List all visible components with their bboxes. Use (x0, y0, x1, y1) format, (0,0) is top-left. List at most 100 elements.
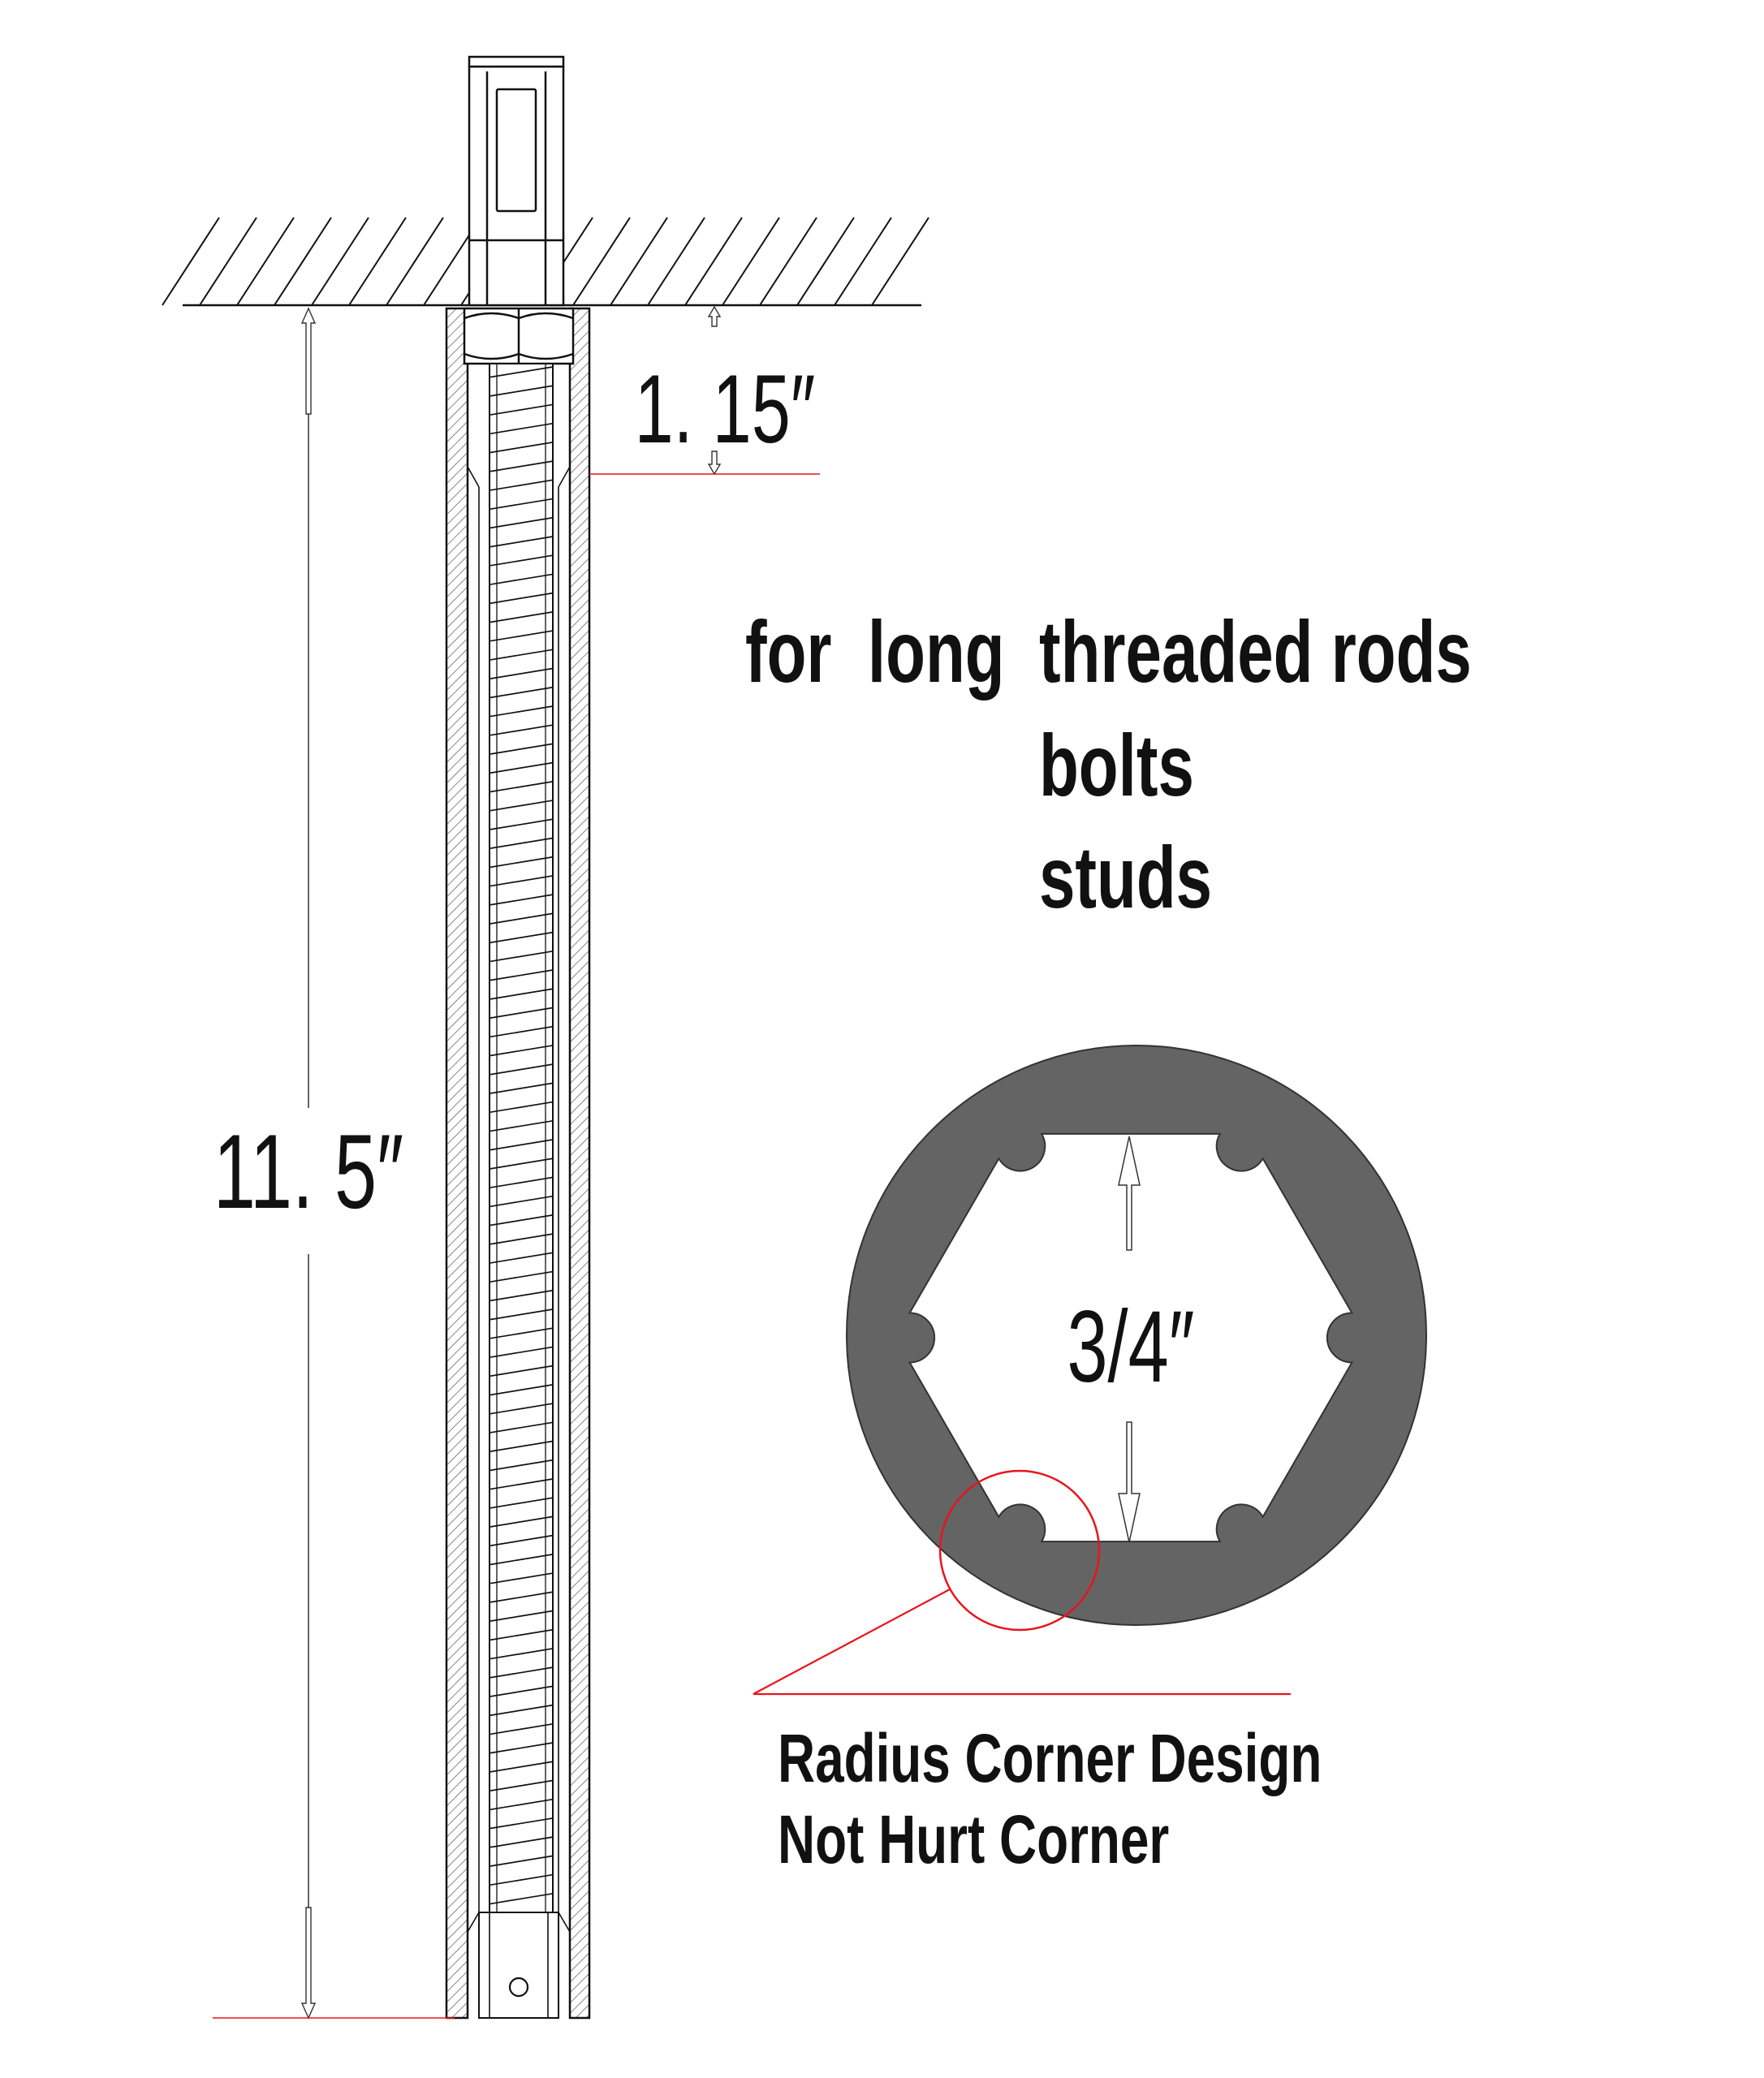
hex-bore (908, 1132, 1354, 1543)
thread-line (490, 554, 553, 567)
ceiling-hatch-line (386, 217, 444, 306)
thread-line (490, 1440, 553, 1453)
thread-line (490, 403, 553, 416)
thread-line (490, 1233, 553, 1245)
thread-line (490, 1798, 553, 1811)
callout-leader (753, 1589, 951, 1695)
caption-item-studs: studs (1039, 829, 1212, 927)
caption-prefix: for long (745, 603, 1005, 701)
thread-line (490, 1534, 553, 1547)
thread-line (490, 988, 553, 1000)
thread-line (490, 780, 553, 793)
thread-line (490, 1722, 553, 1735)
socket-left-wall (445, 307, 469, 2020)
thread-line (490, 686, 553, 699)
thread-line (490, 837, 553, 850)
thread-line (490, 1270, 553, 1283)
thread-line (490, 1648, 553, 1660)
retaining-hole (508, 1977, 529, 1998)
callout-line-2: Not Hurt Corner (778, 1800, 1169, 1878)
thread-line (490, 724, 553, 736)
thread-line (490, 1817, 553, 1830)
thread-line (490, 1214, 553, 1227)
thread-line (490, 1497, 553, 1509)
thread-line (490, 1195, 553, 1208)
length-arrow-bottom-icon (300, 1907, 317, 2020)
thread-line (490, 1873, 553, 1886)
ceiling-hatch-line (162, 217, 220, 306)
thread-line (490, 385, 553, 397)
ceiling-hatch-line (572, 217, 631, 306)
thread-line (490, 1063, 553, 1076)
thread-line (490, 1007, 553, 1020)
usage-caption: for long threaded rods bolts studs (745, 603, 1472, 927)
thread-line (490, 1591, 553, 1603)
thread-line (490, 1025, 553, 1038)
thread-line (490, 800, 553, 812)
caption-item-bolts: bolts (1039, 717, 1194, 815)
ceiling-hatch-line (311, 217, 369, 306)
thread-line (490, 1666, 553, 1679)
thread-line (490, 894, 553, 906)
hex-arrow-up-icon (1118, 1136, 1141, 1251)
ceiling-hatch-line (684, 217, 743, 306)
thread-line (490, 705, 553, 718)
callout-circle (938, 1469, 1101, 1632)
thread-line (490, 1459, 553, 1472)
socket-right-wall (568, 307, 591, 2020)
ceiling-hatch-line (759, 217, 817, 306)
ceiling-hatch-line (610, 217, 668, 306)
ceiling-hatch-line (274, 217, 332, 306)
caption-item-threaded-rods: threaded rods (1039, 603, 1472, 701)
thread-line (490, 875, 553, 887)
thread-line (490, 1119, 553, 1132)
thread-line (490, 498, 553, 511)
thread-line (490, 1158, 553, 1170)
drive-adapter (468, 55, 565, 307)
thread-line (490, 743, 553, 755)
thread-line (490, 1139, 553, 1151)
thread-line (490, 1572, 553, 1584)
threaded-rod (489, 363, 554, 1913)
hex-nut (463, 307, 575, 365)
thread-line (490, 1742, 553, 1754)
thread-line (490, 1836, 553, 1848)
thread-line (490, 592, 553, 605)
thread-line (490, 1478, 553, 1490)
thread-line (490, 1327, 553, 1339)
thread-line (490, 649, 553, 661)
thread-line (490, 1610, 553, 1623)
thread-line (490, 1685, 553, 1697)
top-offset-label: 1. 15″ (635, 355, 816, 463)
thread-line (490, 912, 553, 925)
thread-line (490, 366, 553, 378)
thread-line (490, 761, 553, 774)
thread-line (490, 818, 553, 830)
radius-corner-callout: Radius Corner Design Not Hurt Corner (753, 1469, 1322, 1878)
thread-line (490, 442, 553, 454)
thread-line (490, 1101, 553, 1114)
thread-line (490, 1761, 553, 1773)
thread-line (490, 1364, 553, 1377)
thread-line (490, 931, 553, 944)
hex-size-label: 3/4″ (1067, 1291, 1195, 1404)
thread-line (490, 1346, 553, 1359)
thread-line (490, 1628, 553, 1641)
ceiling-hatch-line (236, 217, 295, 306)
thread-line (490, 1779, 553, 1792)
ceiling-hatch-line (722, 217, 780, 306)
thread-line (490, 479, 553, 491)
thread-line (490, 667, 553, 680)
thread-line (490, 1252, 553, 1264)
thread-line (490, 1403, 553, 1415)
thread-line (490, 950, 553, 963)
ceiling-hatch-line (871, 217, 929, 306)
length-arrow-top-icon (300, 307, 317, 415)
thread-line (490, 1892, 553, 1905)
thread-line (490, 1421, 553, 1433)
socket-cross-section: 3/4″ (846, 1045, 1427, 1626)
thread-line (490, 1553, 553, 1566)
thread-line (490, 969, 553, 981)
callout-line-1: Radius Corner Design (778, 1719, 1322, 1796)
